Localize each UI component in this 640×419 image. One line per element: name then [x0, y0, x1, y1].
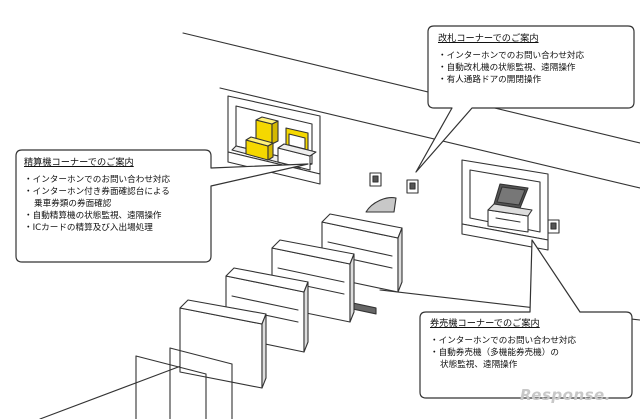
callout-ticket-vending-shape: [419, 239, 633, 399]
callout-fare-adjustment: 精算機コーナーでのご案内 ・インターホンでのお問い合わせ対応 ・インターホン付き…: [24, 157, 170, 234]
intercom-2: [406, 179, 419, 194]
callout-fare-adjustment-item: ・ICカードの精算及び入出場処理: [24, 223, 153, 233]
gate-door-flap: [365, 197, 397, 213]
intercom-1: [369, 172, 382, 187]
callout-ticket-gate-item: ・有人通路ドアの開閉操作: [438, 75, 542, 85]
callout-ticket-vending-item: 状態監視、遠隔操作: [440, 360, 518, 370]
ticket-vending-machine: [487, 183, 533, 233]
callout-fare-adjustment-item: 乗車券類の券面確認: [34, 199, 112, 209]
callout-ticket-gate-item: ・インターホンでのお問い合わせ対応: [438, 51, 585, 61]
callout-ticket-gate-item: ・自動改札機の状態監視、遠隔操作: [438, 63, 576, 73]
ticket-confirmation-desk: [277, 127, 317, 171]
callout-ticket-vending-item: ・自動券売機（多機能券売機）の: [430, 348, 559, 358]
callout-ticket-vending: 券売機コーナーでのご案内 ・インターホンでのお問い合わせ対応 ・自動券売機（多機…: [430, 318, 576, 371]
callout-fare-adjustment-title: 精算機コーナーでのご案内: [24, 157, 134, 168]
callout-ticket-vending-item: ・インターホンでのお問い合わせ対応: [430, 336, 577, 346]
callout-fare-adjustment-shape: [15, 149, 309, 263]
intercom-3: [547, 219, 560, 234]
callout-ticket-vending-title: 券売機コーナーでのご案内: [430, 318, 540, 329]
callout-ticket-gate-title: 改札コーナーでのご案内: [438, 33, 539, 44]
callout-fare-adjustment-item: ・自動精算機の状態監視、遠隔操作: [24, 211, 162, 221]
ticket-gate-4: [179, 299, 267, 389]
manned-gate-railing: [135, 347, 233, 419]
ceiling-band: [182, 32, 640, 189]
callout-fare-adjustment-item: ・インターホン付き券面確認台による: [24, 187, 170, 197]
callout-ticket-gate: 改札コーナーでのご案内 ・インターホンでのお問い合わせ対応 ・自動改札機の状態監…: [438, 33, 584, 86]
fare-adjustment-machine: [245, 116, 279, 161]
watermark-logo: Response.: [520, 386, 611, 404]
callout-ticket-gate-shape: [415, 25, 635, 173]
callout-fare-adjustment-item: ・インターホンでのお問い合わせ対応: [24, 175, 171, 185]
